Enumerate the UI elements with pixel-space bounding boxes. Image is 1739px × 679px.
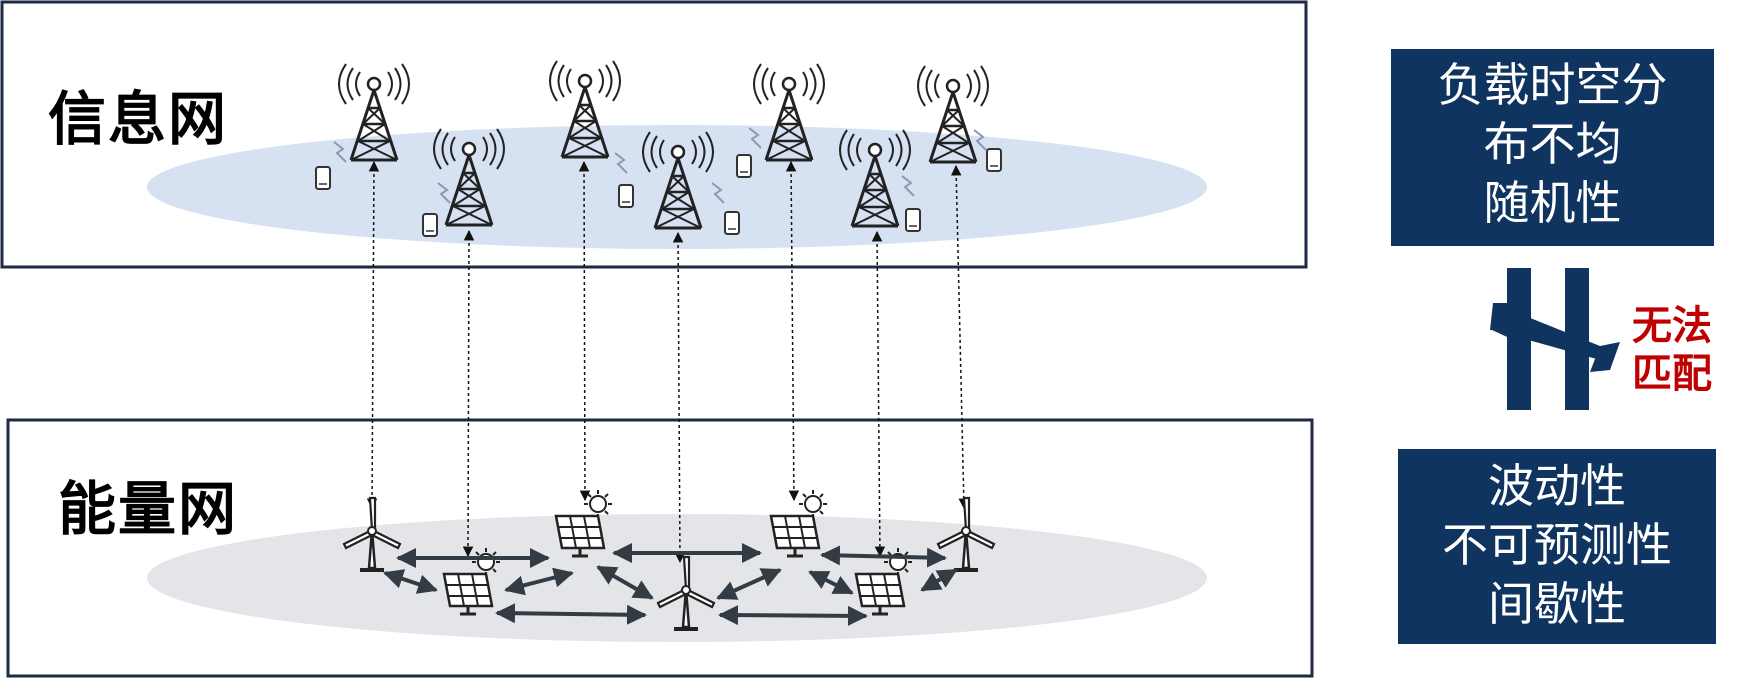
mismatch-line-2: 匹配	[1632, 351, 1712, 397]
energy-link-arrow	[808, 570, 854, 595]
load-line-2: 布不均	[1483, 117, 1622, 171]
mobile-phone-icon	[905, 208, 921, 232]
energy-link-arrow	[716, 568, 782, 600]
load-characteristics-box	[1391, 49, 1714, 246]
energy-link-arrow	[495, 603, 647, 625]
energy-link-arrow	[504, 567, 574, 596]
mobile-phone-icon	[315, 166, 331, 190]
not-equal-symbol-icon	[1490, 268, 1620, 410]
mobile-phone-icon	[618, 184, 634, 208]
load-line-3: 随机性	[1483, 176, 1622, 230]
supply-line-2: 不可预测性	[1442, 518, 1672, 572]
energy-link-arrow	[820, 545, 947, 568]
coupling-arrow	[672, 231, 686, 564]
supply-characteristics-box	[1398, 449, 1716, 644]
coupling-arrow	[366, 160, 380, 510]
mobile-phone-icon	[724, 211, 740, 235]
energy-network-ellipse	[147, 514, 1207, 642]
information-network-ellipse	[147, 125, 1207, 249]
mobile-phone-icon	[736, 154, 752, 178]
energy-link-arrow	[383, 569, 438, 594]
mobile-phone-icon	[986, 148, 1002, 172]
supply-line-1: 波动性	[1488, 459, 1626, 513]
energy-network-title: 能量网	[58, 475, 239, 543]
information-network-title: 信息网	[48, 85, 229, 153]
mismatch-line-1: 无法	[1632, 303, 1712, 349]
coupling-arrow	[462, 229, 475, 558]
coupling-arrow	[785, 160, 800, 502]
mismatch-label: 无法 匹配	[1632, 302, 1712, 398]
energy-link-arrow	[718, 605, 868, 626]
energy-link-arrow	[920, 568, 958, 592]
load-characteristics-text: 负载时空分 布不均 随机性	[1391, 56, 1714, 233]
load-line-1: 负载时空分	[1437, 58, 1668, 112]
mobile-phone-icon	[422, 213, 438, 237]
energy-link-arrow	[596, 565, 654, 600]
supply-characteristics-text: 波动性 不可预测性 间歇性	[1398, 457, 1716, 634]
coupling-arrow	[578, 160, 591, 502]
coupling-arrow	[871, 230, 886, 558]
supply-line-3: 间歇性	[1488, 577, 1626, 631]
